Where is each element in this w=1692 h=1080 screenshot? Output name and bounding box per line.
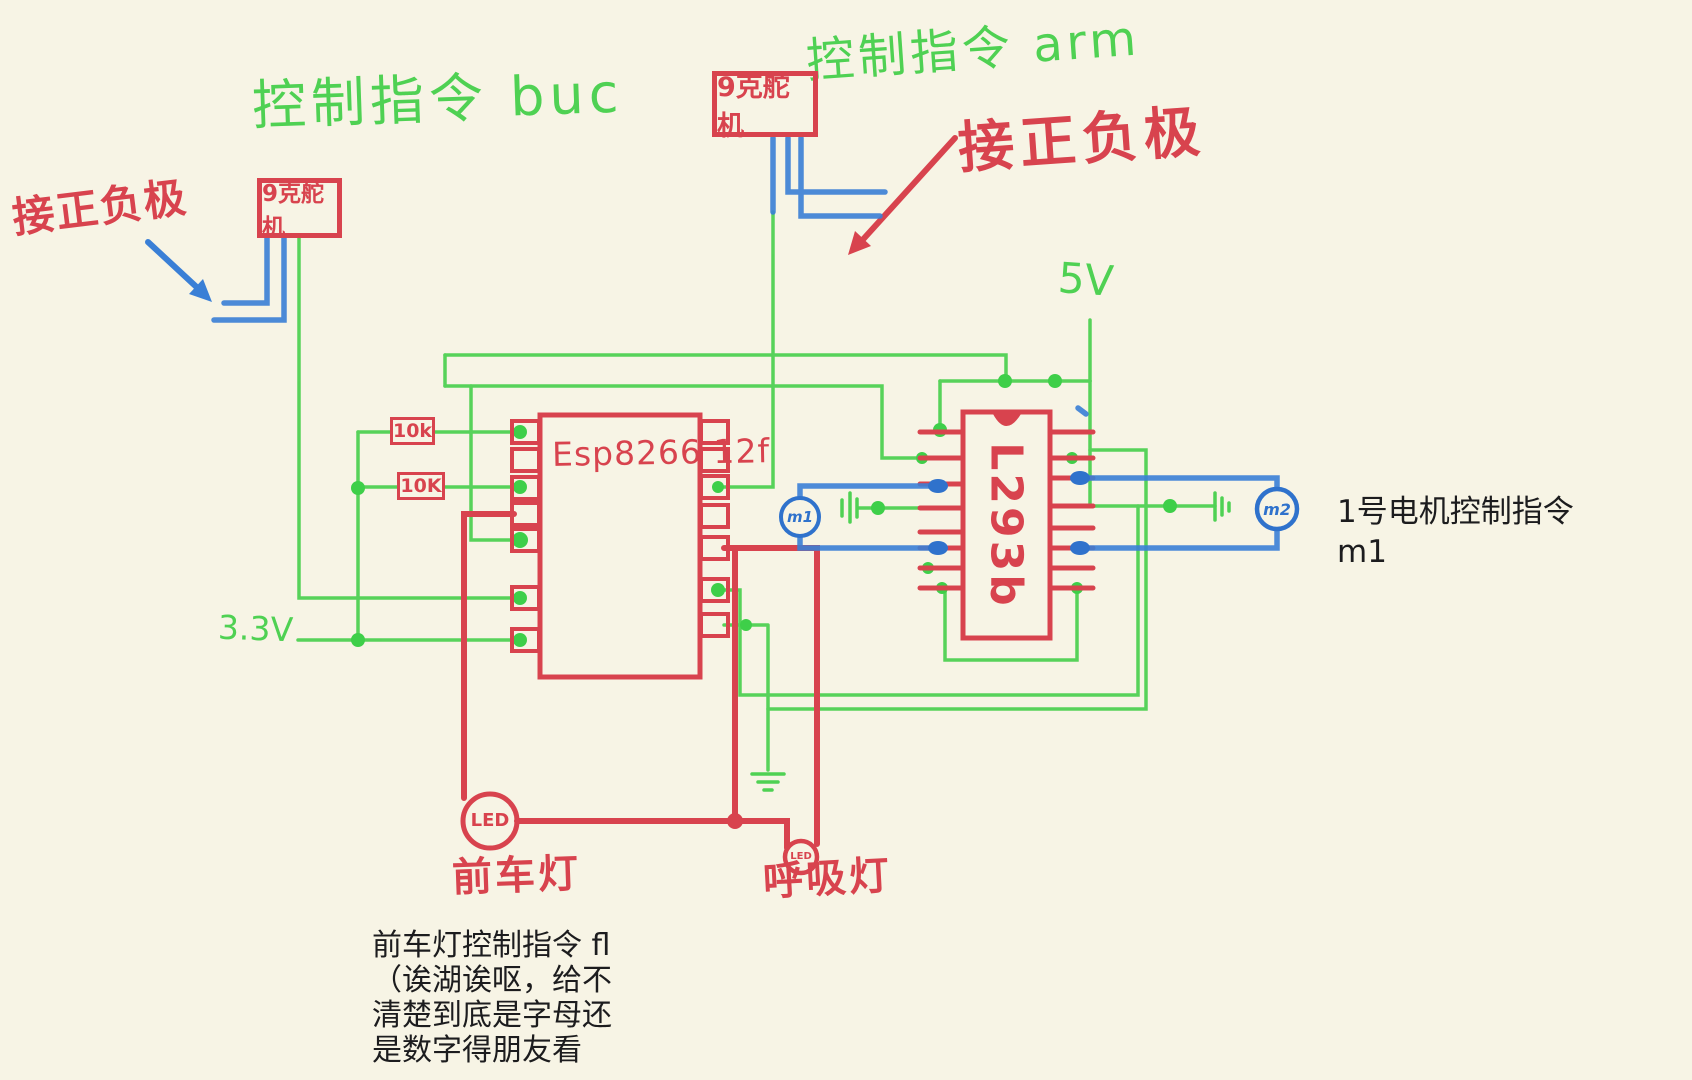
red-arrow <box>848 135 958 255</box>
servo-left: 9克舵机 <box>257 178 342 241</box>
ground-symbol-m2 <box>1213 491 1231 522</box>
esp-chip-label: Esp8266 12f <box>551 431 771 474</box>
label-5v: 5V <box>1056 253 1116 306</box>
resistor-2-label: 10K <box>400 475 442 497</box>
esp-chip-body <box>510 412 730 680</box>
wires-blue <box>211 135 1280 551</box>
motor-1 <box>779 496 821 538</box>
note-motor-line2: m1 <box>1337 534 1387 570</box>
driver-chip-notch <box>993 414 1021 426</box>
note-front-light-line4: 是数字得朋友看 <box>372 1033 582 1068</box>
blue-arrow <box>145 239 212 302</box>
servo-left-label: 9克舵机 <box>262 181 325 241</box>
annotation-cmd-buc: 控制指令 buc <box>250 61 625 138</box>
motor-2 <box>1254 486 1300 532</box>
motor-2-label: m2 <box>1263 500 1291 519</box>
note-front-light-line1: 前车灯控制指令 fl <box>372 928 611 963</box>
label-3v3: 3.3V <box>217 607 294 650</box>
servo-top: 9克舵机 <box>712 71 818 142</box>
resistor-2: 10K <box>397 472 445 500</box>
label-breathing-light: 呼吸灯 <box>761 852 894 906</box>
note-front-light: 前车灯控制指令 fl （诶湖诶呕，给不 清楚到底是字母还 是数字得朋友看 <box>372 928 812 1068</box>
note-motor-line1: 1号电机控制指令 <box>1337 494 1574 530</box>
junction-dots-blue <box>928 471 1090 555</box>
led-1 <box>460 791 520 851</box>
note-motor: 1号电机控制指令 m1 <box>1337 492 1667 572</box>
led-2 <box>782 838 820 876</box>
junction-dot-red <box>727 813 743 829</box>
led-1-label: LED <box>470 810 510 831</box>
resistor-1: 10k <box>390 417 435 445</box>
servo-top-label: 9克舵机 <box>717 72 790 142</box>
ground-symbol-m1 <box>840 491 859 524</box>
motor-1-label: m1 <box>786 508 814 526</box>
led-2-label: LED <box>790 851 812 862</box>
junction-dots-green <box>351 374 1177 647</box>
note-front-light-line3: 清楚到底是字母还 <box>372 998 612 1033</box>
note-front-light-line2: （诶湖诶呕，给不 <box>372 963 612 998</box>
resistor-1-label: 10k <box>392 420 433 442</box>
driver-chip-label: L293b <box>981 441 1033 609</box>
label-front-light: 前车灯 <box>451 850 582 902</box>
wires-red <box>461 511 820 851</box>
ground-symbol-esp <box>750 772 786 792</box>
